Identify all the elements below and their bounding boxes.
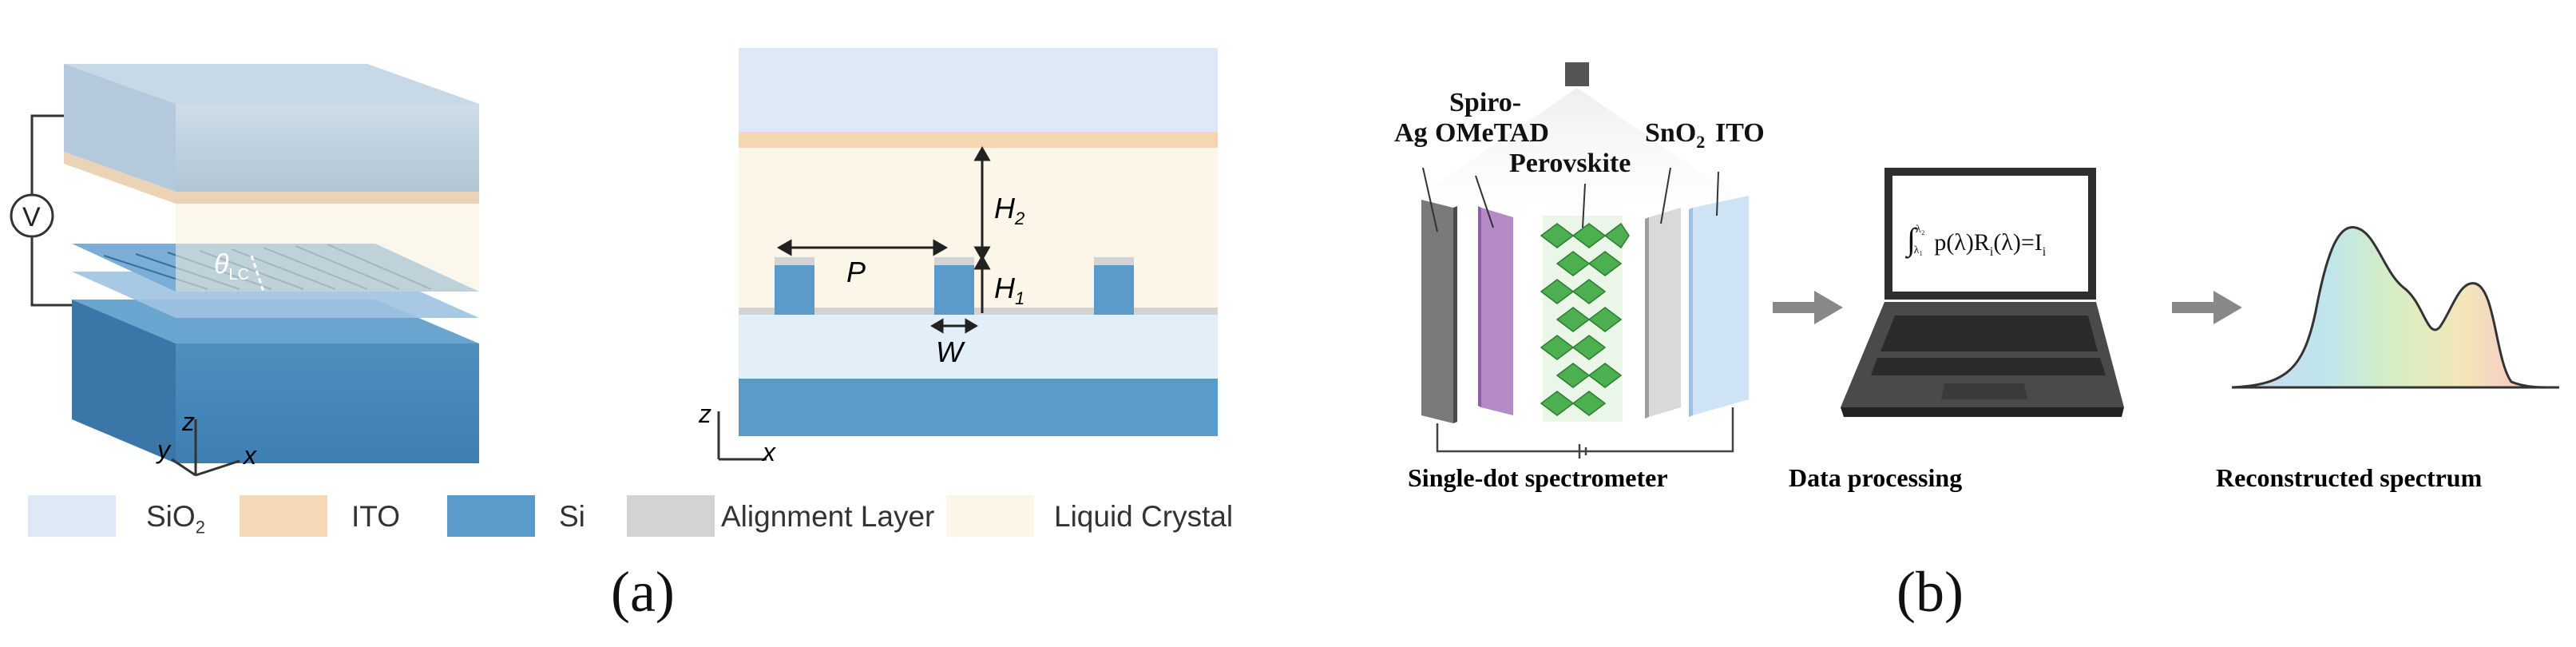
top-glass-front — [176, 104, 479, 192]
label-spiro-line1: Spiro- — [1449, 88, 1522, 117]
label-ag: Ag — [1394, 118, 1428, 148]
sno2-layer — [1649, 208, 1681, 417]
axis-y-label: y — [157, 435, 170, 464]
light-source-icon — [1565, 62, 1589, 86]
legend-swatch-ito — [240, 495, 327, 537]
panel-a: V θLC z y x H2 — [0, 0, 1246, 647]
axis-z-label: z — [182, 407, 195, 436]
cross-section-diagram — [739, 48, 1218, 436]
period-label: P — [846, 256, 866, 288]
label-spiro-line2: OMeTAD — [1435, 118, 1549, 148]
device-3d-diagram — [10, 64, 479, 463]
legend-label-alignment: Alignment Layer — [721, 500, 935, 533]
label-sno2: SnO2 — [1645, 118, 1706, 152]
voltage-label: V — [22, 202, 41, 232]
legend-label-ito: ITO — [351, 500, 400, 533]
axis-x-label: x — [244, 441, 256, 470]
reconstructed-spectrum-plot — [2231, 225, 2560, 389]
ag-layer — [1421, 200, 1453, 423]
spectrum-curve — [2231, 225, 2560, 389]
voltage-source-icon — [10, 193, 54, 238]
ito-layer-b — [1693, 196, 1749, 415]
axis-z-2d-label: z — [699, 399, 711, 428]
label-ito-b: ITO — [1715, 118, 1765, 148]
legend-swatch-alignment — [627, 495, 715, 537]
legend-swatch-liquid-crystal — [946, 495, 1034, 537]
step-label-spectrometer: Single-dot spectrometer — [1408, 463, 1668, 492]
axes-3d-icon — [171, 419, 240, 477]
step-label-reconstructed: Reconstructed spectrum — [2216, 463, 2483, 492]
legend-label-liquid-crystal: Liquid Crystal — [1054, 500, 1234, 533]
axis-x-2d-label: x — [763, 438, 775, 466]
legend-label-sio2: SiO2 — [146, 500, 205, 538]
label-perovskite: Perovskite — [1509, 149, 1631, 178]
panel-b: Ag Spiro- OMeTAD Perovskite SnO2 ITO ∫λ₂… — [1326, 0, 2576, 647]
top-glass-side — [64, 64, 176, 192]
legend-swatch-sio2 — [28, 495, 116, 537]
spectrometer-diagram — [1413, 62, 1749, 458]
h1-label: H1 — [994, 272, 1025, 309]
si-substrate-side — [72, 300, 176, 463]
ito-layer — [64, 152, 479, 204]
h2-label: H2 — [994, 192, 1025, 229]
axes-2d-icon — [717, 411, 767, 461]
laptop-icon — [1841, 168, 2124, 417]
step-label-processing: Data processing — [1789, 463, 1963, 492]
perovskite-layer — [1540, 216, 1630, 422]
legend-swatch-si — [447, 495, 535, 537]
caption-b: (b) — [1896, 560, 1964, 624]
caption-a: (a) — [611, 560, 675, 624]
arrow-right-icon-2 — [2172, 291, 2242, 324]
legend-label-si: Si — [559, 500, 585, 533]
arrow-right-icon-1 — [1773, 291, 1843, 324]
light-cone — [1413, 88, 1741, 200]
top-glass-top — [64, 64, 479, 104]
width-label: W — [936, 335, 963, 368]
si-substrate-front — [176, 343, 479, 463]
spiro-layer — [1481, 208, 1513, 415]
theta-lc-label: θLC — [214, 249, 250, 284]
